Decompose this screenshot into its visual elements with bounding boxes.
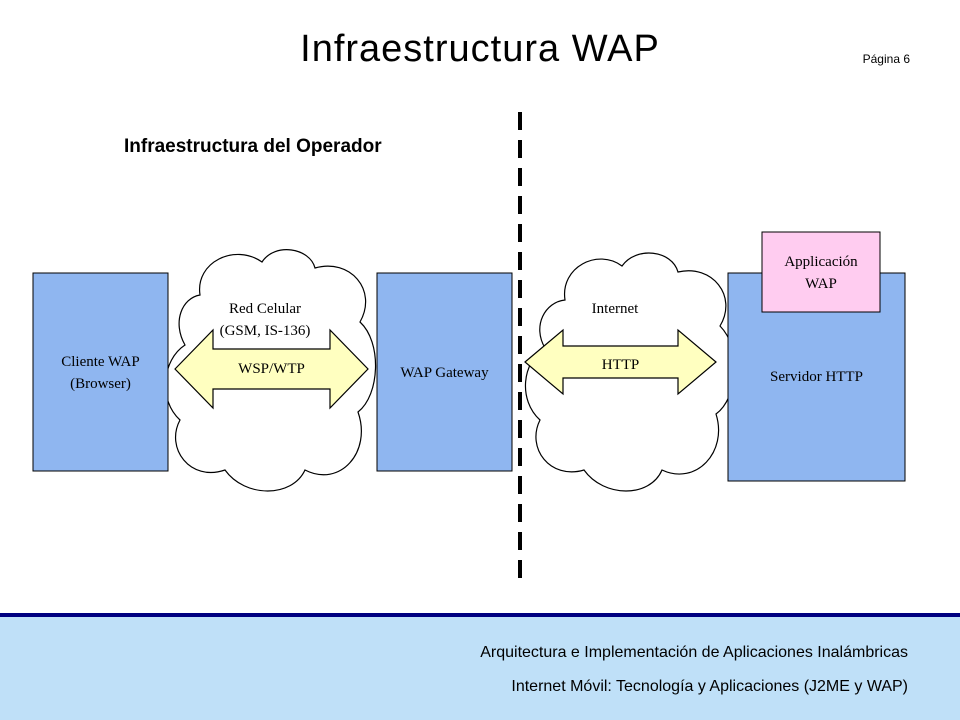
wsp-wtp-label: WSP/WTP (238, 361, 305, 377)
internet-label: Internet (591, 301, 639, 317)
wap-gateway-box (376, 272, 513, 472)
wap-gateway-label: WAP Gateway (400, 365, 489, 381)
http-label: HTTP (601, 357, 640, 373)
slide-title: Infraestructura WAP (300, 28, 660, 70)
client-wap-line1: Cliente WAP (61, 354, 140, 370)
cellular-network-line1: Red Celular (228, 301, 302, 317)
http-server-label: Servidor HTTP (770, 369, 863, 385)
footer-subtitle: Internet Móvil: Tecnología y Aplicacione… (511, 678, 908, 695)
wap-application-line2: WAP (805, 276, 837, 292)
http-arrow (524, 328, 717, 396)
footer-course-title: Arquitectura e Implementación de Aplicac… (480, 644, 908, 661)
wap-application-line1: Applicación (784, 254, 858, 270)
page-number: Página 6 (862, 52, 910, 66)
client-wap-line2: (Browser) (70, 376, 131, 392)
footer-rule (0, 613, 960, 617)
client-wap-box (32, 272, 169, 472)
cellular-network-label: Red Celular (GSM, IS-136) (190, 298, 340, 342)
footer-bar: Arquitectura e Implementación de Aplicac… (0, 617, 960, 720)
wap-application-box (761, 231, 881, 313)
wsp-wtp-arrow (174, 328, 369, 410)
client-wap-label: Cliente WAP (Browser) (33, 351, 168, 395)
wap-application-label: Applicación WAP (762, 251, 880, 295)
operator-infrastructure-label: Infraestructura del Operador (124, 136, 382, 157)
cellular-network-line2: (GSM, IS-136) (219, 323, 311, 339)
